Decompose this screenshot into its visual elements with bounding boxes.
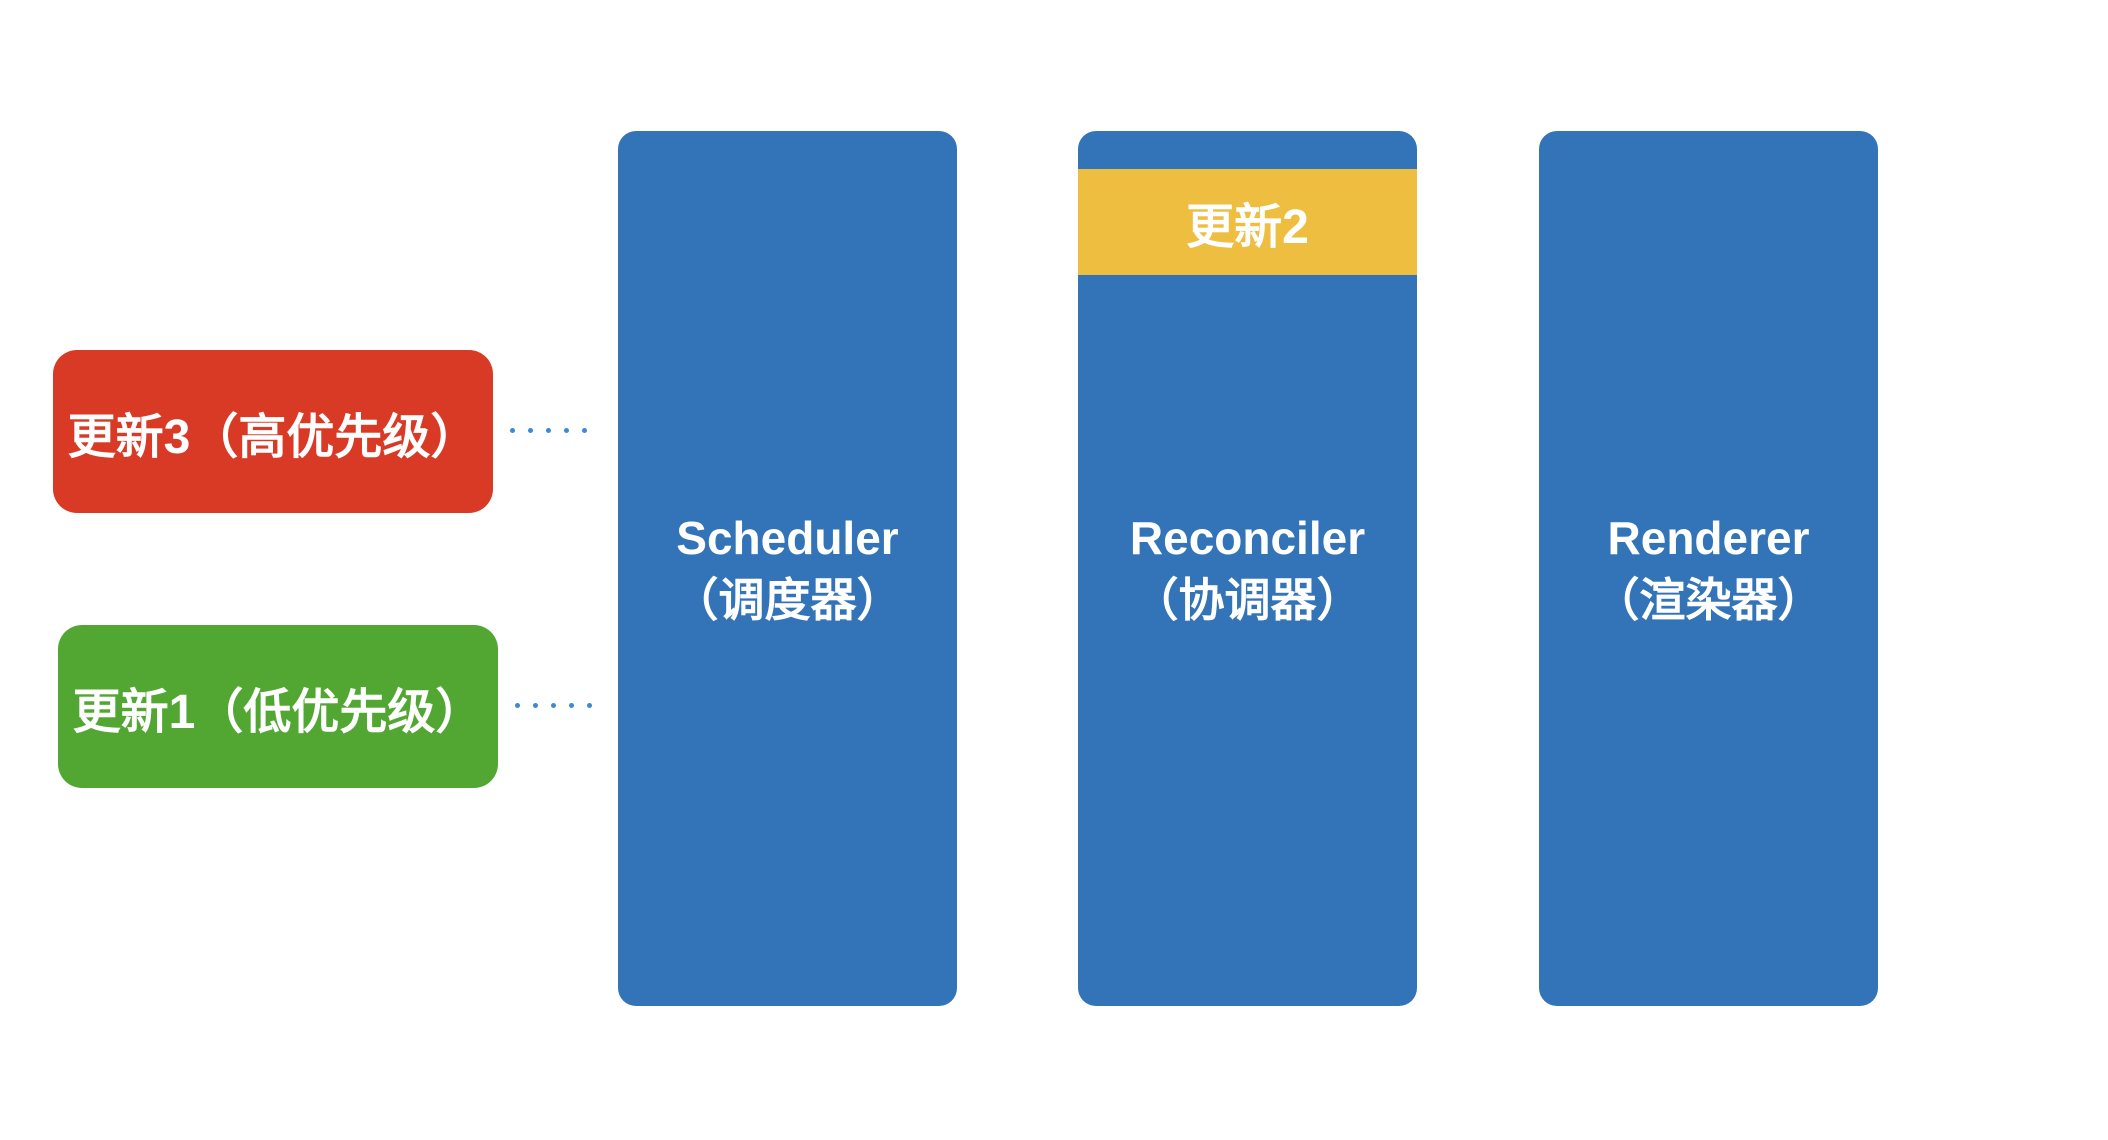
scheduler-name: Scheduler [676, 512, 899, 564]
connector-dot [582, 428, 587, 433]
reconciler-label: Reconciler （协调器） [1078, 507, 1417, 631]
connector-dot [551, 703, 556, 708]
update-1-low-priority-box: 更新1（低优先级） [58, 625, 498, 788]
renderer-cn-name: （渲染器） [1593, 574, 1824, 626]
update-1-connector-dots [515, 703, 592, 708]
connector-dot [528, 428, 533, 433]
renderer-name: Renderer [1607, 512, 1810, 564]
connector-dot [515, 703, 520, 708]
update-3-high-priority-box: 更新3（高优先级） [53, 350, 493, 513]
scheduler-column: Scheduler （调度器） [618, 131, 957, 1006]
reconciler-name: Reconciler [1129, 512, 1366, 564]
scheduler-cn-name: （调度器） [672, 574, 903, 626]
reconciler-column: 更新2 Reconciler （协调器） [1078, 131, 1417, 1006]
connector-dot [569, 703, 574, 708]
connector-dot [533, 703, 538, 708]
update-3-connector-dots [510, 428, 587, 433]
connector-dot [564, 428, 569, 433]
connector-dot [546, 428, 551, 433]
connector-dot [587, 703, 592, 708]
update-2-in-progress-block: 更新2 [1078, 169, 1417, 275]
renderer-label: Renderer （渲染器） [1539, 507, 1878, 631]
renderer-column: Renderer （渲染器） [1539, 131, 1878, 1006]
scheduler-label: Scheduler （调度器） [618, 507, 957, 631]
connector-dot [510, 428, 515, 433]
reconciler-cn-name: （协调器） [1132, 574, 1363, 626]
